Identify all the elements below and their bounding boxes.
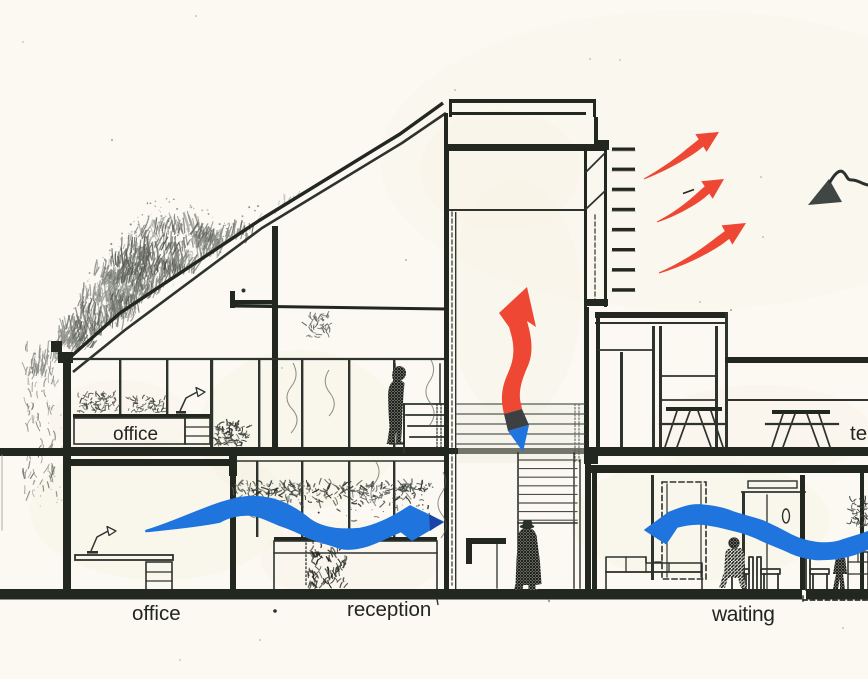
svg-text:office: office [113, 424, 158, 445]
svg-text:office: office [132, 602, 181, 625]
svg-text:te: te [850, 422, 867, 445]
svg-text:waiting: waiting [711, 603, 775, 626]
svg-text:reception: reception [347, 598, 431, 621]
